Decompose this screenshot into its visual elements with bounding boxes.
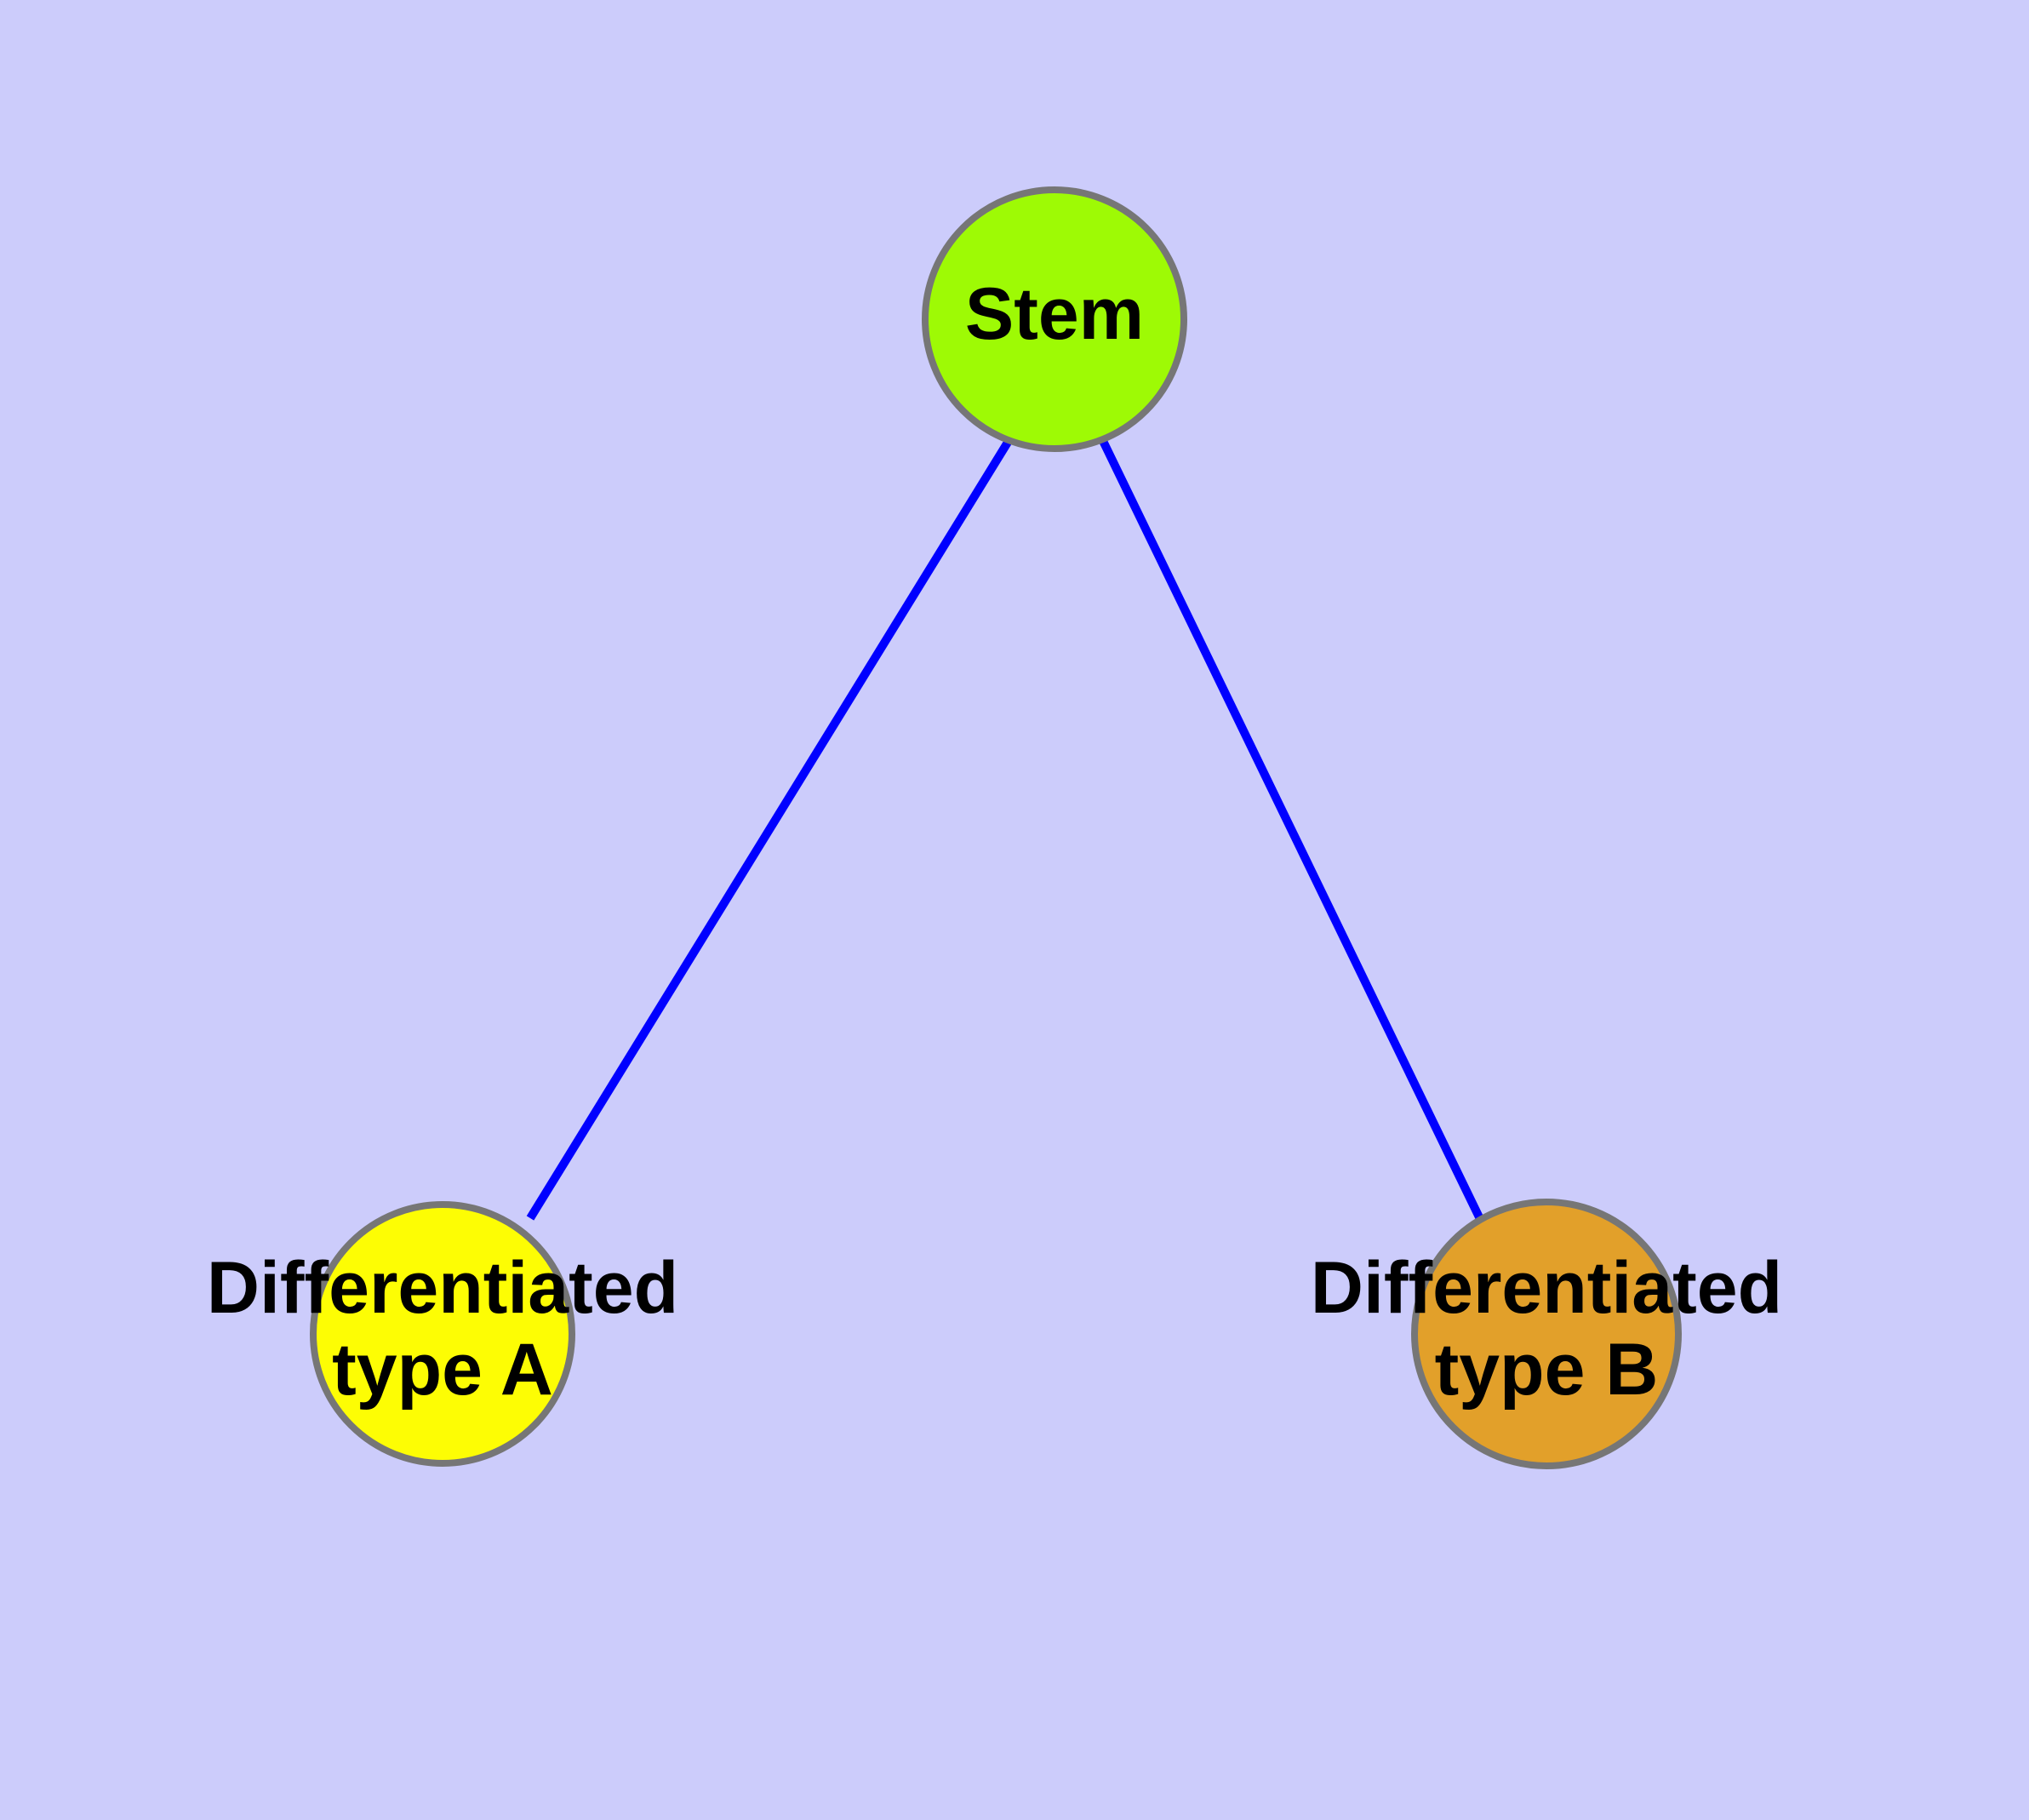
- edge-stem-to-diff-b[interactable]: [1099, 438, 1485, 1223]
- node-label-line: Stem: [965, 273, 1144, 355]
- node-stem[interactable]: Stem: [922, 186, 1187, 452]
- node-circle-stem[interactable]: [922, 186, 1187, 452]
- node-label-line: type B: [1435, 1329, 1659, 1411]
- node-label-line: type A: [332, 1329, 553, 1411]
- edge-stem-to-diff-a[interactable]: [526, 438, 1013, 1221]
- node-circle-diff_a[interactable]: [310, 1201, 575, 1467]
- node-label-stem: Stem: [965, 273, 1144, 355]
- node-label-line: Differentiated: [1311, 1247, 1782, 1329]
- node-label-line: Differentiated: [207, 1247, 678, 1329]
- edges-layer: [526, 438, 1485, 1223]
- node-circle-diff_b[interactable]: [1411, 1199, 1682, 1469]
